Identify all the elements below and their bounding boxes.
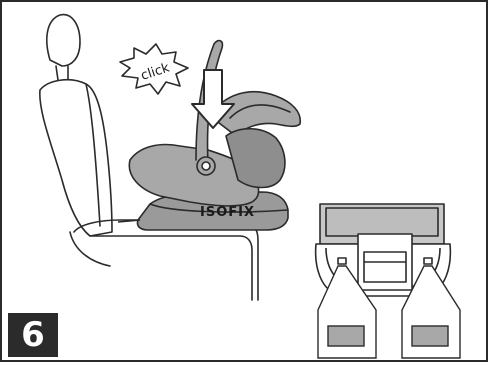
infant-carrier-icon bbox=[128, 39, 301, 207]
click-burst-icon bbox=[119, 43, 189, 95]
zoom-callout-left bbox=[317, 265, 377, 359]
step-number-badge: 6 bbox=[8, 313, 58, 357]
isofix-label: ISOFIX bbox=[200, 205, 255, 220]
down-arrow-icon bbox=[191, 69, 235, 129]
zoom-callout-right bbox=[401, 265, 461, 359]
